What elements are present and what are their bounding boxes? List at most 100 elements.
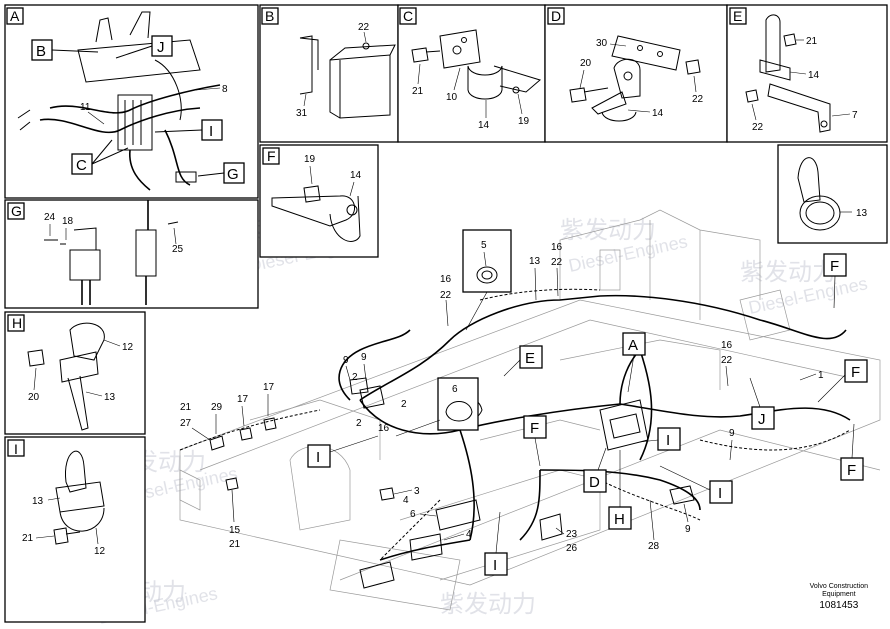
callout-g: G [197,162,245,184]
main-callout-i-left: I [307,435,379,468]
svg-text:20: 20 [28,392,40,403]
svg-text:E: E [733,8,742,24]
svg-text:21: 21 [180,402,192,413]
svg-text:24: 24 [44,212,56,223]
svg-text:9: 9 [729,428,735,439]
svg-text:F: F [847,462,856,479]
svg-text:C: C [403,8,413,24]
svg-text:22: 22 [358,22,370,33]
main-callout-i-right: I [659,465,733,504]
svg-text:16: 16 [378,423,390,434]
callout-b: B [31,39,99,61]
svg-text:4: 4 [466,529,472,540]
svg-text:I: I [209,123,213,140]
main-callout-f-top-right: F [823,253,847,309]
svg-text:5: 5 [481,240,487,251]
main-callout-d: D [583,447,607,493]
svg-text:A: A [10,8,20,24]
callout-c: C [71,139,129,175]
svg-text:21: 21 [412,86,424,97]
svg-text:25: 25 [172,244,184,255]
svg-text:14: 14 [350,170,362,181]
svg-text:22: 22 [692,94,704,105]
svg-text:7: 7 [852,110,858,121]
svg-text:2: 2 [356,418,362,429]
svg-text:C: C [76,157,87,174]
main-callout-f-mid: F [523,415,547,467]
footer-credit: Volvo Construction Equipment 1081453 [810,583,868,611]
svg-text:D: D [589,474,600,491]
callout-j: J [115,35,173,59]
svg-text:17: 17 [237,394,249,405]
brand-line-2: Equipment [822,591,856,599]
svg-text:26: 26 [566,543,578,554]
svg-text:9: 9 [361,352,367,363]
callout-i: I [154,119,223,141]
svg-text:I: I [14,441,18,457]
svg-text:15: 15 [229,525,241,536]
panel-f: F 19 14 [259,144,379,258]
svg-text:19: 19 [518,116,530,127]
svg-text:16: 16 [440,274,452,285]
svg-text:B: B [36,43,46,60]
svg-text:13: 13 [529,256,541,267]
svg-text:9: 9 [685,524,691,535]
svg-text:F: F [851,364,860,381]
svg-text:6: 6 [410,509,416,520]
svg-text:14: 14 [652,108,664,119]
svg-text:F: F [530,420,539,437]
svg-text:18: 18 [62,216,74,227]
svg-text:I: I [666,432,670,449]
svg-text:2: 2 [352,372,358,383]
svg-text:16: 16 [721,340,733,351]
svg-text:1: 1 [818,370,824,381]
drawing-code: 1081453 [819,599,859,611]
panel-tie-strap: 13 [777,144,888,244]
main-callout-i-mid: I [639,427,681,451]
svg-text:F: F [267,148,276,164]
svg-text:紫发动力: 紫发动力 [440,591,536,618]
svg-text:紫发动力: 紫发动力 [740,259,836,286]
svg-text:D: D [551,8,561,24]
panel-e: E 21 14 22 7 [726,4,888,143]
svg-text:I: I [493,557,497,574]
svg-text:22: 22 [752,122,764,133]
svg-text:9: 9 [343,355,349,366]
svg-text:H: H [614,511,625,528]
panel-b: B 22 31 [259,4,399,143]
svg-text:3: 3 [414,486,420,497]
svg-text:23: 23 [566,529,578,540]
svg-text:10: 10 [446,92,458,103]
svg-text:I: I [316,449,320,466]
svg-text:J: J [758,411,766,428]
svg-text:29: 29 [211,402,223,413]
svg-text:4: 4 [403,495,409,506]
main-callout-f-right: F [817,359,868,403]
svg-text:G: G [227,166,239,183]
main-part-labels: 16 22 13 16 22 16 22 1 9 9 2 17 21 27 29… [180,242,824,554]
main-callout-e: E [503,345,543,377]
panel-a: A B J C I [4,4,259,199]
svg-text:11: 11 [80,102,91,113]
svg-text:紫发动力: 紫发动力 [560,217,656,244]
svg-text:17: 17 [263,382,275,393]
svg-text:16: 16 [551,242,563,253]
brand-line-1: Volvo Construction [809,583,868,591]
svg-text:21: 21 [22,533,34,544]
svg-text:J: J [157,39,165,56]
svg-text:27: 27 [180,418,192,429]
svg-text:H: H [12,315,22,331]
svg-text:22: 22 [551,257,563,268]
svg-text:2: 2 [401,399,407,410]
svg-text:13: 13 [104,392,116,403]
svg-text:13: 13 [856,208,868,219]
main-callout-i-bottom: I [484,511,508,576]
svg-text:13: 13 [32,496,44,507]
svg-text:12: 12 [122,342,134,353]
svg-text:A: A [628,337,638,354]
panel-i: I 13 21 12 [4,436,146,623]
panel-h: H 12 20 13 [4,311,146,435]
svg-text:12: 12 [94,546,106,557]
svg-text:I: I [718,485,722,502]
svg-text:21: 21 [806,36,818,47]
